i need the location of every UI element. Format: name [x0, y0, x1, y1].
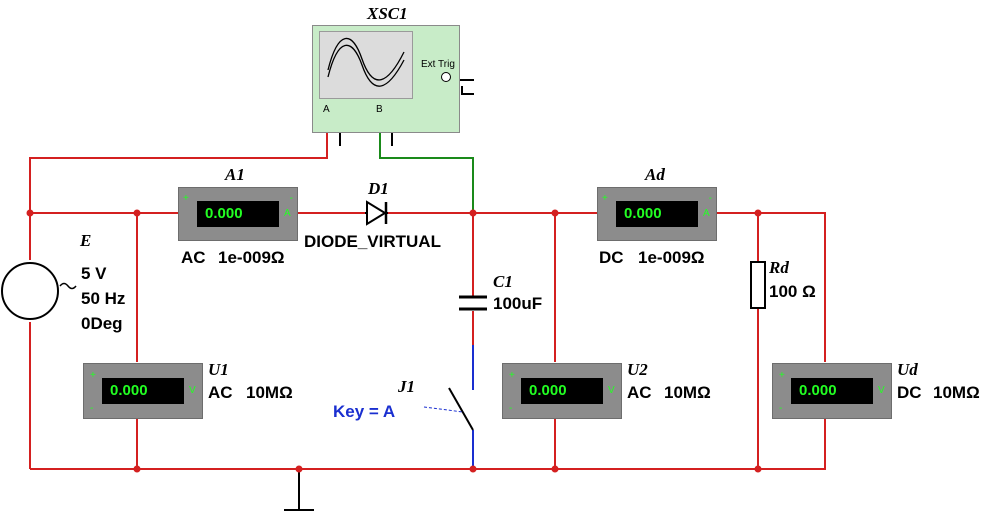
ammeter-ad-minus: - [708, 193, 712, 204]
ammeter-a1-plus: + [183, 193, 189, 204]
ammeter-ad-mode: DC [599, 248, 624, 267]
resistor-value: 100 Ω [769, 282, 816, 301]
ammeter-a1-reading: 0.000 [197, 201, 279, 227]
scope-channel-b-label: B [376, 104, 383, 115]
ammeter-a1-ref: A1 [225, 165, 245, 184]
ac-source-symbol[interactable] [1, 262, 77, 320]
ground-symbol [284, 469, 314, 511]
junction [551, 209, 559, 217]
voltmeter-u2-mode: AC [627, 383, 652, 402]
switch-ref: J1 [398, 377, 415, 396]
voltmeter-ud-resistance: 10MΩ [933, 383, 980, 402]
voltmeter-u1-resistance: 10MΩ [246, 383, 293, 402]
oscilloscope-waveform [327, 37, 405, 87]
voltmeter-u2-ref: U2 [627, 360, 648, 379]
switch-key-label: Key = A [333, 402, 396, 421]
resistor-ref: Rd [769, 258, 789, 277]
source-voltage: 5 V [81, 264, 107, 283]
voltmeter-ud-plus: + [779, 370, 785, 381]
resistor-symbol[interactable] [750, 261, 766, 309]
voltmeter-u2-resistance: 10MΩ [664, 383, 711, 402]
ammeter-ad-plus: + [602, 193, 608, 204]
voltmeter-u1-mode: AC [208, 383, 233, 402]
oscilloscope-ref: XSC1 [367, 4, 408, 23]
voltmeter-u1-minus: - [90, 403, 94, 414]
capacitor-value: 100uF [493, 294, 543, 313]
voltmeter-ud-ref: Ud [897, 360, 918, 379]
voltmeter-u1-reading: 0.000 [102, 378, 184, 404]
oscilloscope-screen [319, 31, 413, 99]
junction [469, 209, 477, 217]
voltmeter-ud-mode: DC [897, 383, 922, 402]
ammeter-ad-reading: 0.000 [616, 201, 698, 227]
scope-ext-trig-terminal[interactable] [441, 72, 451, 82]
junction [133, 465, 141, 473]
ammeter-a1-unit: A [284, 208, 291, 219]
wire-scope-a [29, 128, 328, 213]
junction [551, 465, 559, 473]
voltmeter-ud-minus: - [779, 403, 783, 414]
wire-top-right [716, 212, 826, 362]
voltmeter-u2[interactable]: + - 0.000 V [502, 363, 622, 419]
wire-bottom [30, 419, 826, 470]
junction [469, 465, 477, 473]
ammeter-a1-resistance: 1e-009Ω [218, 248, 285, 267]
voltmeter-u1-ref: U1 [208, 360, 229, 379]
junction [754, 465, 762, 473]
ammeter-a1-minus: - [289, 193, 293, 204]
voltmeter-ud-unit: V [878, 385, 885, 396]
diode-ref: D1 [368, 179, 389, 198]
capacitor-ref: C1 [493, 272, 513, 291]
junction [133, 209, 141, 217]
switch-symbol[interactable] [423, 387, 474, 431]
scope-ext-trig-label: Ext Trig [421, 59, 455, 70]
ammeter-ad-ref: Ad [645, 165, 665, 184]
diode-model: DIODE_VIRTUAL [304, 232, 441, 251]
voltmeter-u2-unit: V [608, 385, 615, 396]
ammeter-a1[interactable]: + - 0.000 A [178, 187, 298, 241]
scope-channel-a-label: A [323, 104, 330, 115]
source-ref: E [80, 231, 92, 250]
junction [754, 209, 762, 217]
voltmeter-u1[interactable]: + - 0.000 V [83, 363, 203, 419]
diode-symbol[interactable] [365, 200, 388, 226]
source-phase: 0Deg [81, 314, 123, 333]
oscilloscope-body[interactable]: A B Ext Trig [312, 25, 460, 133]
voltmeter-ud[interactable]: + - 0.000 V [772, 363, 892, 419]
voltmeter-u1-unit: V [189, 385, 196, 396]
voltmeter-u2-reading: 0.000 [521, 378, 603, 404]
capacitor-symbol[interactable] [459, 295, 487, 311]
voltmeter-u2-plus: + [509, 370, 515, 381]
wire-scope-b [379, 128, 474, 213]
ammeter-a1-mode: AC [181, 248, 206, 267]
voltmeter-ud-reading: 0.000 [791, 378, 873, 404]
junction [295, 465, 303, 473]
ammeter-ad[interactable]: + - 0.000 A [597, 187, 717, 241]
voltmeter-u2-minus: - [509, 403, 513, 414]
ammeter-ad-resistance: 1e-009Ω [638, 248, 705, 267]
voltmeter-u1-plus: + [90, 370, 96, 381]
junction [26, 209, 34, 217]
source-frequency: 50 Hz [81, 289, 126, 308]
ammeter-ad-unit: A [703, 208, 710, 219]
